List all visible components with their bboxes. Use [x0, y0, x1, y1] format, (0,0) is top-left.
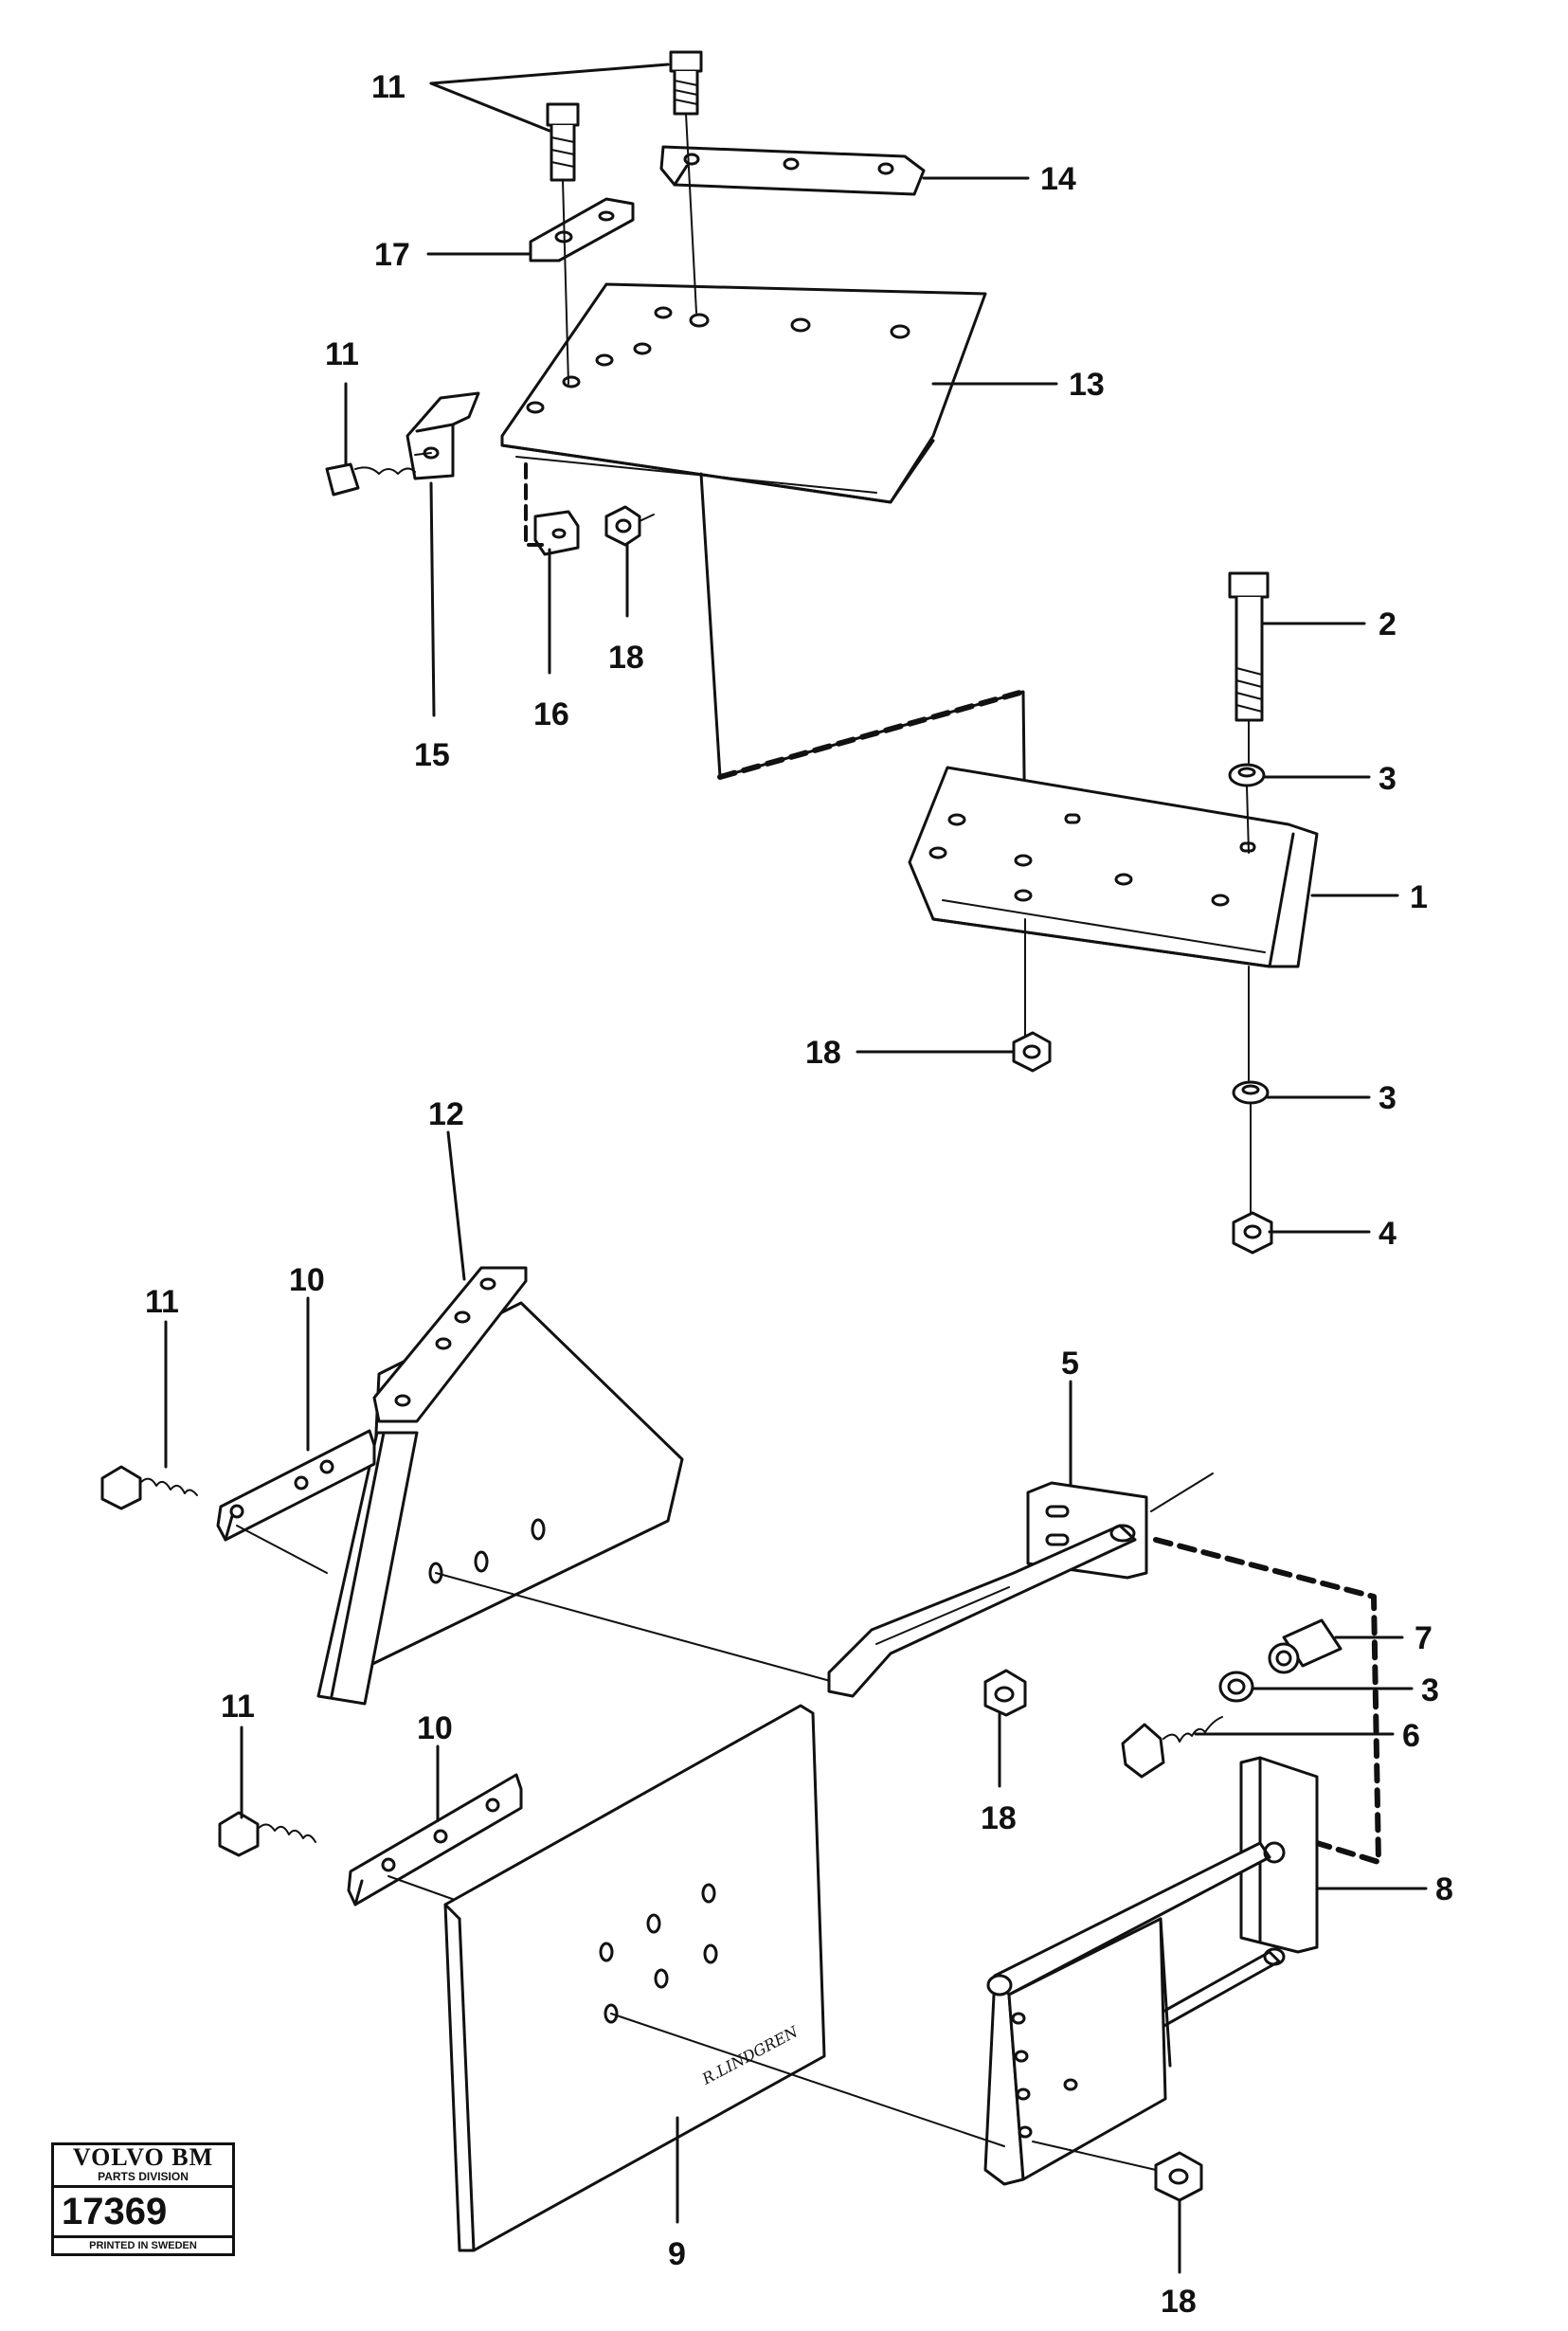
part-16-clip [533, 510, 580, 556]
callout-1: 1 [1410, 879, 1428, 915]
part-12-leg [316, 1431, 419, 1706]
callout-6: 6 [1402, 1718, 1420, 1754]
callout-12: 12 [428, 1096, 464, 1132]
part-11-bolt-top [669, 50, 703, 314]
callout-labels: 11 14 17 11 13 2 3 1 18 3 4 16 15 18 12 … [145, 69, 1453, 2320]
part-11-bolt-side [325, 452, 432, 497]
stamp-number: 17369 [54, 2188, 232, 2238]
callout-5: 5 [1061, 1346, 1079, 1382]
callout-8: 8 [1435, 1871, 1453, 1907]
part-11-bolt-mid [546, 102, 580, 385]
callout-18-right: 18 [608, 640, 644, 676]
callout-13: 13 [1069, 367, 1105, 403]
part-17-link-plate [529, 197, 635, 262]
callout-9: 9 [668, 2236, 686, 2272]
part-6-bolt [1121, 1716, 1223, 1779]
part-1-mount-plate [908, 766, 1319, 968]
callout-11-top: 11 [371, 69, 406, 105]
part-18-nut-bottom [1154, 2151, 1203, 2202]
part-3-washer-top [1228, 763, 1266, 854]
callout-2: 2 [1379, 606, 1397, 642]
part-3-washer-low [1218, 1671, 1254, 1703]
callout-17: 17 [374, 237, 410, 273]
callout-7: 7 [1415, 1620, 1433, 1656]
part-8-frame [983, 1756, 1319, 2186]
callout-18-mid: 18 [805, 1035, 841, 1071]
part-12-bar [372, 1266, 528, 1423]
part-18-nut-upper [604, 505, 655, 547]
part-3-washer-mid [1232, 1080, 1270, 1223]
callout-3-top: 3 [1379, 761, 1397, 797]
stamp-division: PARTS DIVISION [54, 2170, 232, 2188]
callout-4: 4 [1379, 1216, 1397, 1252]
callout-14: 14 [1040, 161, 1076, 197]
part-14-bar [659, 145, 926, 196]
stamp-brand: VOLVO BM [72, 2143, 214, 2171]
part-10-bar-low [347, 1773, 523, 1906]
part-10-bar-top [216, 1429, 376, 1542]
callout-11-left: 11 [145, 1284, 179, 1320]
callout-16: 16 [533, 696, 569, 732]
part-2-bolt [1228, 571, 1270, 764]
part-18-nut-right [1012, 1031, 1052, 1073]
callout-3-mid: 3 [1379, 1080, 1397, 1116]
callout-18-low: 18 [981, 1800, 1017, 1836]
stamp-printed: PRINTED IN SWEDEN [89, 2240, 197, 2251]
callout-15: 15 [414, 737, 450, 773]
callout-3-low: 3 [1421, 1672, 1439, 1708]
callout-10-low: 10 [417, 1710, 453, 1746]
volvo-bm-stamp: VOLVO BM PARTS DIVISION 17369 PRINTED IN… [51, 2142, 235, 2256]
part-9-plate [443, 1704, 826, 2252]
callout-11-mid: 11 [325, 336, 359, 372]
part-5-bracket [827, 1473, 1214, 1698]
part-11-bolt-left [100, 1465, 198, 1510]
part-15-bracket [406, 391, 480, 480]
part-7-spacer [1268, 1618, 1343, 1674]
part-4-nut [1232, 1211, 1273, 1255]
callout-10-top: 10 [289, 1262, 325, 1298]
part-11-bolt-low [218, 1811, 316, 1857]
part-18-nut-low [983, 1669, 1027, 1717]
part-13-step-plate [500, 282, 987, 504]
callout-11-low: 11 [221, 1689, 255, 1725]
callout-18-bottom: 18 [1161, 2284, 1197, 2320]
leader-lines [164, 63, 1428, 2274]
